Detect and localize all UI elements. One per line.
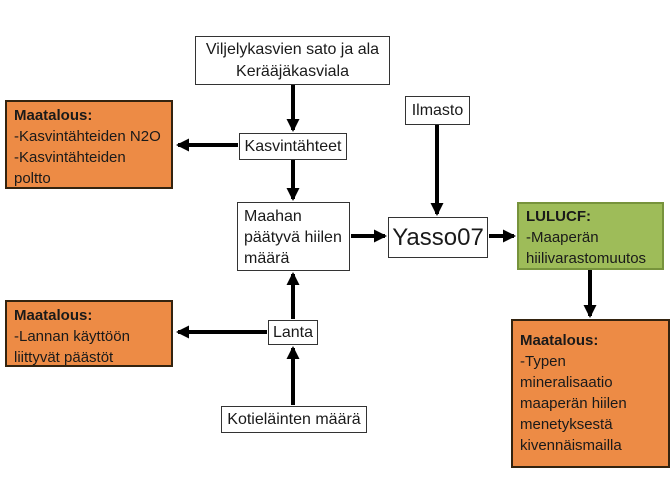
node-label-line: liittyvät päästöt xyxy=(14,349,114,366)
node-label-line: kivennäismailla xyxy=(520,437,622,454)
node-label-line: menetyksestä xyxy=(520,416,613,433)
node-label-line: poltto xyxy=(14,170,51,187)
node-title-line: Maatalous: xyxy=(520,332,599,349)
node-label-line: Ilmasto xyxy=(411,102,464,119)
node-label-line: Yasso07 xyxy=(392,224,484,251)
node-agriculture-mineralisation: Maatalous: -Typen mineralisaatio maaperä… xyxy=(511,319,670,468)
node-label-line: -Typen xyxy=(520,353,566,370)
node-label-line: -Lannan käyttöön xyxy=(14,328,130,345)
node-climate: Ilmasto xyxy=(405,96,470,125)
node-label-line: määrä xyxy=(244,250,290,267)
node-label-line: Maahan xyxy=(244,208,302,225)
node-soil-carbon-input: Maahan päätyvä hiilen määrä xyxy=(237,202,350,271)
node-title-line: Maatalous: xyxy=(14,307,93,324)
node-label-line: päätyvä hiilen xyxy=(244,229,342,246)
node-title-line: Maatalous: xyxy=(14,107,93,124)
node-label-line: -Kasvintähteiden xyxy=(14,149,126,166)
node-agriculture-residue-emissions: Maatalous: -Kasvintähteiden N2O -Kasvint… xyxy=(5,100,173,189)
node-agriculture-manure-emissions: Maatalous: -Lannan käyttöön liittyvät pä… xyxy=(5,300,173,367)
node-label-line: -Kasvintähteiden N2O xyxy=(14,128,161,145)
node-title-line: LULUCF: xyxy=(526,208,591,225)
node-label-line: Lanta xyxy=(272,324,314,341)
node-label-line: Kasvintähteet xyxy=(244,138,342,155)
node-label-line: Kotieläinten määrä xyxy=(227,411,361,428)
node-livestock-count: Kotieläinten määrä xyxy=(221,406,367,433)
node-label-line: hiilivarastomuutos xyxy=(526,250,647,267)
node-label-line: Kerääjäkasviala xyxy=(236,62,349,80)
node-manure: Lanta xyxy=(268,320,318,345)
node-lulucf: LULUCF: -Maaperän hiilivarastomuutos xyxy=(517,202,664,270)
node-label-line: maaperän hiilen xyxy=(520,395,627,412)
node-crop-yield-area: Viljelykasvien sato ja ala Kerääjäkasvia… xyxy=(195,36,390,85)
node-label-line: Viljelykasvien sato ja ala xyxy=(205,40,380,58)
node-label-line: mineralisaatio xyxy=(520,374,613,391)
node-yasso07-model: Yasso07 xyxy=(388,217,488,258)
node-label-line: -Maaperän xyxy=(526,229,599,246)
node-crop-residues: Kasvintähteet xyxy=(239,133,347,160)
